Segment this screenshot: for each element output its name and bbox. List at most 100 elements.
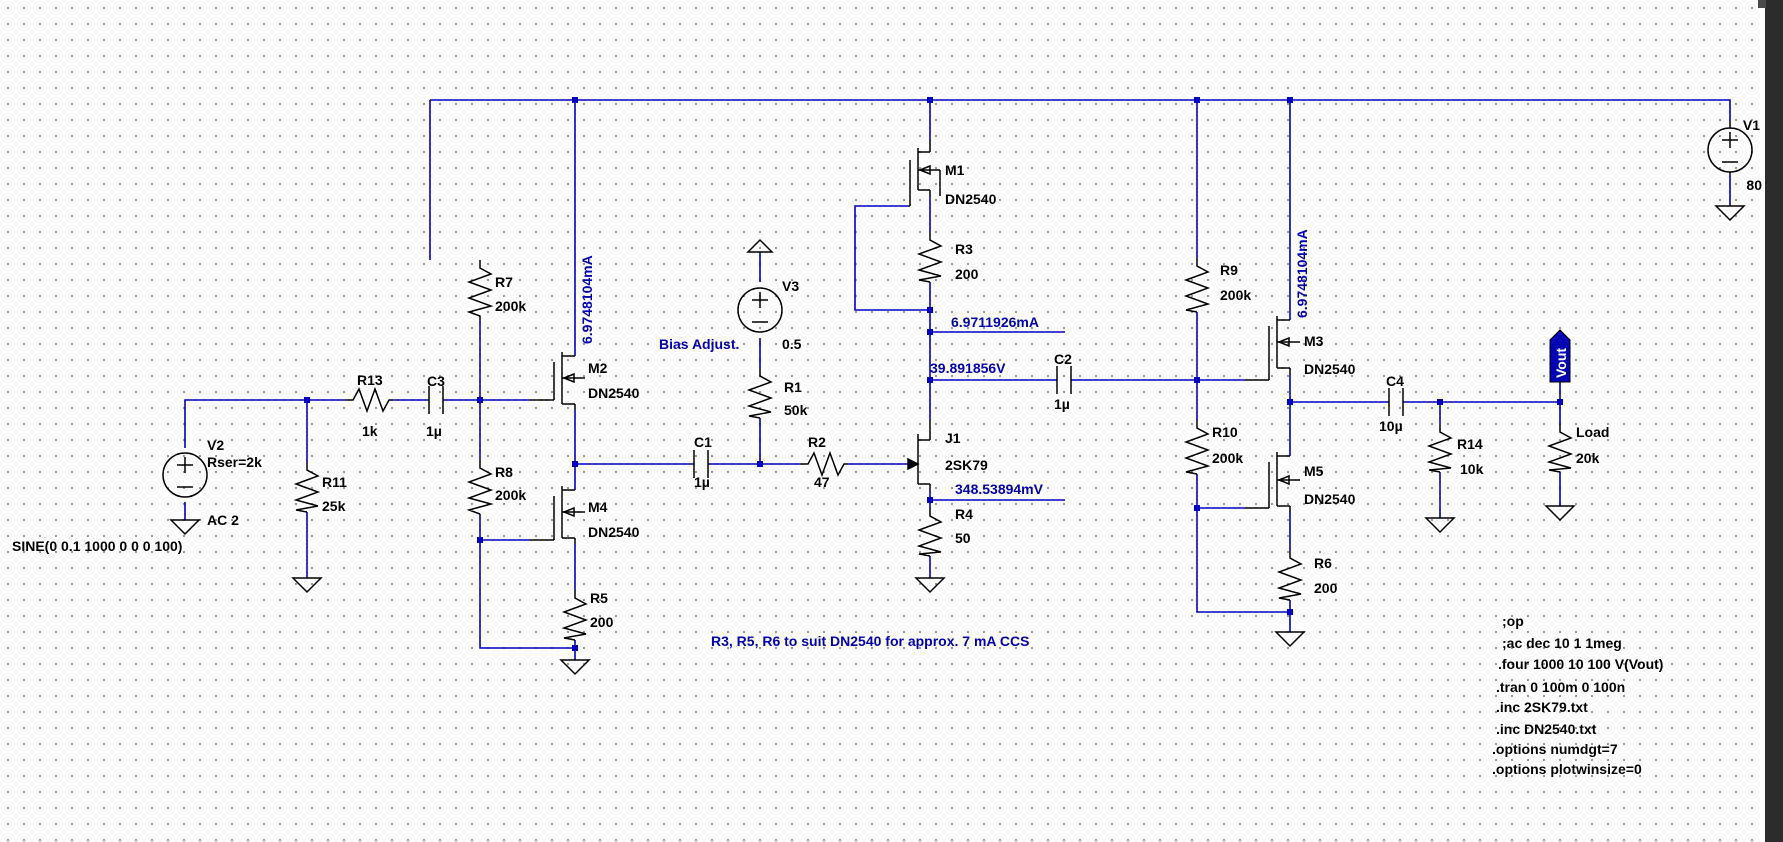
label-r7-ref: R7 bbox=[495, 274, 513, 290]
label-m3-ref: M3 bbox=[1304, 333, 1324, 349]
label-load-ref: Load bbox=[1576, 424, 1609, 440]
spice-directives: ;op ;ac dec 10 1 1meg .four 1000 10 100 … bbox=[1492, 613, 1663, 777]
junction-dot bbox=[927, 329, 933, 335]
resistor-r8[interactable] bbox=[466, 460, 494, 515]
wire-r10-bottom[interactable] bbox=[1196, 474, 1290, 613]
directive-line[interactable]: .options plotwinsize=0 bbox=[1492, 761, 1642, 777]
directive-line[interactable]: ;op bbox=[1502, 613, 1524, 629]
junction-dot bbox=[1557, 399, 1563, 405]
directive-line[interactable]: ;ac dec 10 1 1meg bbox=[1502, 635, 1622, 651]
directive-line[interactable]: .inc DN2540.txt bbox=[1496, 721, 1597, 737]
label-c1-value: 1µ bbox=[694, 474, 710, 490]
directive-line[interactable]: .options numdgt=7 bbox=[1492, 741, 1618, 757]
resistor-r9[interactable] bbox=[1183, 258, 1211, 313]
junction-dot bbox=[572, 461, 578, 467]
ground-icon bbox=[169, 519, 201, 536]
label-r5-ref: R5 bbox=[590, 590, 608, 606]
sources bbox=[162, 122, 1753, 498]
ground-icon bbox=[1714, 205, 1746, 222]
probe-m1-current: 6.9711926mA bbox=[951, 314, 1039, 330]
resistor-r5[interactable] bbox=[561, 590, 589, 641]
label-v2-ac: AC 2 bbox=[207, 512, 239, 528]
label-c1-ref: C1 bbox=[694, 434, 712, 450]
label-j1-value: 2SK79 bbox=[945, 457, 988, 473]
netlabel-vout[interactable]: Vout bbox=[1549, 329, 1571, 383]
ground-icon bbox=[1274, 631, 1306, 648]
label-r4-ref: R4 bbox=[955, 506, 973, 522]
voltage-source-v3[interactable] bbox=[737, 238, 783, 333]
label-c3-value: 1µ bbox=[426, 423, 442, 439]
directive-line[interactable]: .four 1000 10 100 V(Vout) bbox=[1498, 656, 1663, 672]
junction-dot bbox=[1287, 609, 1293, 615]
corner-mark bbox=[1758, 0, 1766, 8]
resistor-load[interactable] bbox=[1546, 424, 1574, 473]
ground-icon bbox=[291, 577, 323, 594]
resistor-r4[interactable] bbox=[916, 508, 944, 557]
ground-icon bbox=[1424, 517, 1456, 534]
label-v1-ref: V1 bbox=[1743, 117, 1760, 133]
probe-annotations: 6.9748104mA 6.9748104mA 6.9711926mA 39.8… bbox=[579, 229, 1310, 649]
label-m4-value: DN2540 bbox=[588, 524, 640, 540]
label-r2-value: 47 bbox=[814, 474, 830, 490]
label-j1-ref: J1 bbox=[945, 430, 961, 446]
junction-dot bbox=[1194, 97, 1200, 103]
mosfet-m5[interactable] bbox=[1245, 452, 1300, 512]
label-r13-ref: R13 bbox=[357, 372, 383, 388]
label-r3-value: 200 bbox=[955, 266, 979, 282]
resistor-r13[interactable] bbox=[345, 386, 393, 414]
directive-line[interactable]: .inc 2SK79.txt bbox=[1496, 699, 1588, 715]
voltage-source-v2[interactable] bbox=[162, 452, 208, 498]
junction-dot bbox=[572, 97, 578, 103]
resistor-r1[interactable] bbox=[746, 368, 774, 419]
resistor-r10[interactable] bbox=[1183, 420, 1211, 475]
resistor-r2[interactable] bbox=[800, 450, 848, 478]
junction-dot bbox=[572, 645, 578, 651]
wire-v2-top[interactable] bbox=[184, 399, 345, 448]
label-r10-ref: R10 bbox=[1212, 424, 1238, 440]
junction-dot bbox=[477, 397, 483, 403]
probe-m2-current: 6.9748104mA bbox=[579, 255, 595, 344]
resistor-r6[interactable] bbox=[1276, 550, 1304, 601]
junction-dot bbox=[1437, 399, 1443, 405]
resistor-r3[interactable] bbox=[916, 232, 944, 283]
junctions bbox=[304, 97, 1563, 651]
junction-dot bbox=[1287, 399, 1293, 405]
mosfet-m3[interactable] bbox=[1245, 316, 1300, 381]
label-c4-ref: C4 bbox=[1386, 373, 1404, 389]
jfet-j1[interactable] bbox=[907, 420, 931, 490]
capacitor-c1[interactable] bbox=[693, 450, 709, 478]
grounds bbox=[169, 205, 1746, 676]
mosfet-m2[interactable] bbox=[530, 352, 585, 410]
label-m2-value: DN2540 bbox=[588, 385, 640, 401]
mosfet-m1[interactable] bbox=[909, 140, 941, 206]
resistor-r7[interactable] bbox=[466, 260, 494, 320]
label-m1-ref: M1 bbox=[945, 162, 965, 178]
capacitors bbox=[428, 366, 1404, 478]
label-m2-ref: M2 bbox=[588, 360, 608, 376]
capacitor-c2[interactable] bbox=[1056, 366, 1072, 394]
wires bbox=[184, 99, 1731, 660]
label-r11-value: 25k bbox=[322, 498, 346, 514]
directive-line[interactable]: .tran 0 100m 0 100n bbox=[1496, 679, 1625, 695]
label-r8-value: 200k bbox=[495, 487, 526, 503]
wire-r8-bottom[interactable] bbox=[479, 514, 575, 649]
probe-m3-current: 6.9748104mA bbox=[1294, 229, 1310, 318]
wire-supply-rail[interactable] bbox=[430, 99, 1731, 122]
junction-dot bbox=[1194, 377, 1200, 383]
junction-dot bbox=[927, 97, 933, 103]
resistor-r11[interactable] bbox=[293, 462, 321, 513]
resistor-r14[interactable] bbox=[1426, 424, 1454, 473]
label-r5-value: 200 bbox=[590, 614, 614, 630]
wire-m1-gate-loop[interactable] bbox=[854, 205, 930, 311]
capacitor-c3[interactable] bbox=[428, 386, 444, 414]
voltage-source-v1[interactable] bbox=[1707, 122, 1753, 174]
label-v2-param: Rser=2k bbox=[207, 454, 262, 470]
label-load-value: 20k bbox=[1576, 450, 1600, 466]
mosfet-m4[interactable] bbox=[530, 486, 585, 544]
label-c2-ref: C2 bbox=[1054, 351, 1072, 367]
junction-dot bbox=[1287, 97, 1293, 103]
capacitor-c4[interactable] bbox=[1388, 388, 1404, 416]
window-edge bbox=[1765, 0, 1783, 842]
